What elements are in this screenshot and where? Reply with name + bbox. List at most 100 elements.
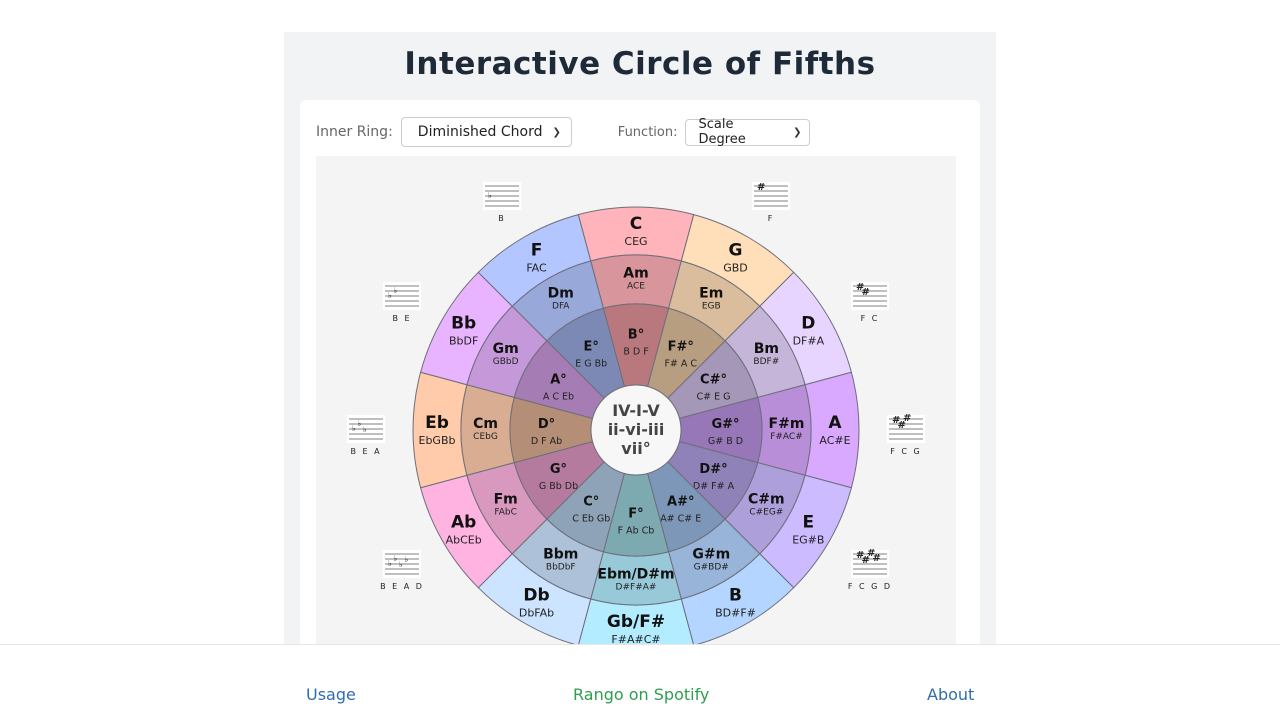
chord-name: Db	[523, 585, 549, 605]
chord-name: C#°	[700, 372, 727, 387]
function-label: Function:	[617, 124, 678, 140]
chord-notes: BDF#	[753, 357, 779, 367]
chord-notes: B D F	[623, 347, 648, 358]
chord-name: Am	[623, 266, 648, 282]
svg-text:♭: ♭	[399, 560, 403, 569]
chord-name: F#m	[769, 416, 805, 432]
chord-notes: EG#B	[792, 534, 824, 547]
inner-segment-C[interactable]: C° C Eb Gb	[546, 461, 625, 553]
chord-notes: CEbG	[473, 432, 498, 442]
key-signature: ♭♭♭♭B E A D	[380, 550, 424, 591]
chord-notes: G# B D	[708, 436, 743, 447]
chord-name: C°	[583, 495, 599, 510]
svg-text:#: #	[757, 182, 765, 193]
svg-text:B E A D: B E A D	[380, 582, 424, 591]
svg-text:IV-I-V: IV-I-V	[612, 401, 660, 420]
footer: Usage Rango on Spotify About	[0, 644, 1280, 721]
inner-ring-value: Diminished Chord	[417, 124, 543, 140]
middle-segment-EbmD#m[interactable]: Ebm/D#mD#F#A#	[590, 551, 682, 606]
svg-text:#: #	[892, 415, 900, 426]
chord-name: Gb/F#	[607, 612, 665, 632]
svg-text:B: B	[498, 214, 506, 223]
chord-notes: F#A#C#	[611, 633, 660, 646]
chord-name: G#m	[692, 546, 730, 562]
svg-text:#: #	[867, 548, 875, 559]
inner-segment-B[interactable]: B°B D F	[602, 303, 670, 388]
chord-name: E	[803, 513, 815, 533]
app-container: Interactive Circle of Fifths Inner Ring:…	[284, 32, 996, 700]
chord-name: Gm	[493, 341, 519, 357]
svg-text:ii-vi-iii: ii-vi-iii	[608, 420, 665, 439]
inner-segment-D[interactable]: D°D F Ab	[509, 396, 594, 464]
chevron-down-icon: ❯	[552, 126, 561, 138]
chord-notes: BbDF	[449, 335, 478, 348]
chord-notes: F#AC#	[770, 432, 803, 442]
chord-notes: C#EG#	[749, 507, 783, 517]
svg-text:B E: B E	[392, 314, 411, 323]
function-select[interactable]: Scale Degree ❯	[685, 117, 811, 147]
chord-name: D	[801, 314, 815, 334]
chord-notes: E G Bb	[575, 358, 607, 369]
chord-notes: DbFAb	[519, 606, 554, 619]
inner-segment-A#[interactable]: A#°A# C# E	[647, 461, 726, 553]
svg-text:♭: ♭	[394, 554, 398, 563]
chord-name: Bbm	[543, 546, 578, 562]
svg-text:♭: ♭	[405, 555, 409, 564]
chord-name: G#°	[711, 417, 739, 432]
middle-segment-F#m[interactable]: F#mF#AC#	[757, 384, 812, 476]
key-signature: ####F C G D	[848, 548, 892, 591]
svg-text:♭: ♭	[388, 291, 392, 300]
chord-name: G°	[550, 462, 567, 477]
chord-name: Em	[699, 286, 723, 302]
inner-ring-select[interactable]: Diminished Chord ❯	[400, 117, 572, 147]
svg-text:#: #	[856, 282, 864, 293]
inner-segment-F[interactable]: F°F Ab Cb	[602, 472, 670, 557]
outer-segment-D[interactable]: DDF#A	[759, 271, 853, 386]
spotify-link[interactable]: Rango on Spotify	[573, 685, 710, 704]
chord-notes: D F Ab	[531, 436, 562, 447]
chord-notes: GBbD	[493, 357, 519, 367]
chord-notes: F# A C	[664, 358, 697, 369]
svg-text:#: #	[862, 555, 870, 566]
function-value: Scale Degree	[698, 117, 746, 147]
chord-name: A#°	[667, 495, 694, 510]
chord-notes: C Eb Gb	[572, 514, 610, 525]
svg-text:♭: ♭	[352, 424, 356, 433]
svg-text:F C G D: F C G D	[848, 582, 892, 591]
chord-notes: G#BD#	[694, 562, 729, 572]
svg-text:#: #	[873, 553, 881, 564]
key-signature: ###F C G	[887, 413, 925, 456]
chord-notes: D# F# A	[693, 481, 735, 492]
chord-name: A°	[550, 372, 567, 387]
chord-notes: FAC	[526, 262, 547, 275]
outer-segment-A[interactable]: AAC#E	[804, 371, 860, 489]
page-title: Interactive Circle of Fifths	[404, 46, 876, 82]
chord-name: G	[729, 241, 743, 261]
usage-link[interactable]: Usage	[306, 685, 356, 704]
chord-name: B	[729, 585, 742, 605]
about-link[interactable]: About	[927, 685, 975, 704]
chord-notes: C# E G	[697, 391, 731, 402]
svg-text:♭: ♭	[488, 191, 492, 200]
chord-notes: FAbC	[494, 507, 517, 517]
chord-name: D#°	[699, 462, 727, 477]
chord-notes: CEG	[624, 235, 647, 248]
chord-name: Cm	[473, 416, 498, 432]
circle-card: Inner Ring: Diminished Chord ❯ Function:…	[300, 100, 980, 700]
key-signature: ♭♭♭B E A	[347, 415, 385, 456]
chord-notes: ACE	[627, 282, 645, 292]
chord-name: Fm	[494, 491, 518, 507]
